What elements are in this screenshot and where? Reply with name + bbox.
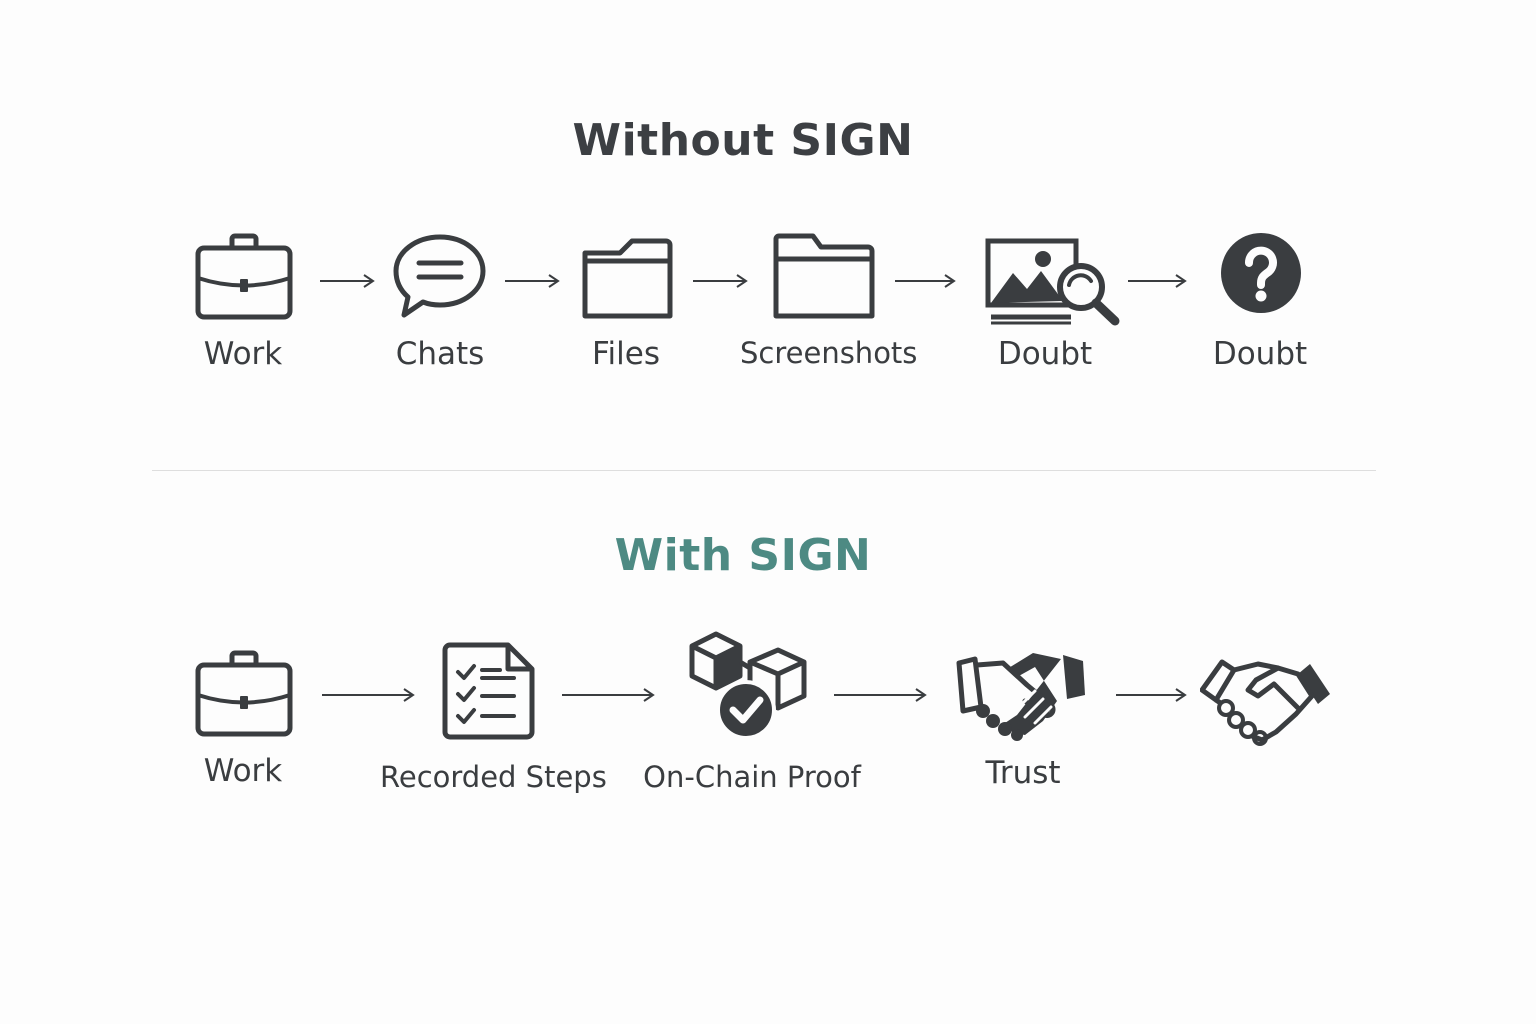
blockchain-check-icon <box>688 628 812 740</box>
without-step-files: Files <box>566 233 686 383</box>
checklist-document-icon <box>442 642 536 740</box>
arrow-right-icon <box>560 687 656 703</box>
step-label: Work <box>203 336 283 372</box>
briefcase-icon <box>195 233 293 321</box>
step-label: Recorded Steps <box>380 760 607 794</box>
chat-bubble-icon <box>392 233 488 319</box>
without-step-chats: Chats <box>380 233 500 383</box>
without-step-doubt-question: Doubt <box>1200 233 1320 383</box>
arrow-right-icon <box>1126 273 1188 289</box>
step-label: Files <box>591 336 661 372</box>
step-label: Chats <box>395 336 485 372</box>
with-step-recorded-steps: Recorded Steps <box>380 642 607 802</box>
step-label: Work <box>203 753 283 789</box>
handshake-icon <box>955 645 1089 745</box>
arrow-right-icon <box>691 273 749 289</box>
arrow-right-icon <box>893 273 957 289</box>
arrow-right-icon <box>320 687 416 703</box>
with-step-on-chain-proof: On-Chain Proof <box>640 628 864 804</box>
arrow-right-icon <box>318 273 376 289</box>
arrow-right-icon <box>1114 687 1188 703</box>
section-divider <box>152 470 1376 471</box>
step-label: Doubt <box>1212 336 1308 372</box>
step-label: On-Chain Proof <box>643 760 861 794</box>
briefcase-icon <box>195 650 293 738</box>
step-label: Trust <box>985 755 1061 791</box>
arrow-right-icon <box>503 273 561 289</box>
folder-icon <box>773 233 875 321</box>
without-step-work: Work <box>183 233 303 383</box>
without-step-screenshots: Screenshots <box>740 233 918 383</box>
handshake-outline-icon <box>1200 656 1332 748</box>
step-label: Screenshots <box>740 336 918 370</box>
folder-icon <box>582 233 674 321</box>
with-step-trust: Trust <box>955 645 1091 800</box>
image-search-icon <box>985 233 1123 329</box>
step-label: Doubt <box>997 336 1093 372</box>
with-step-work: Work <box>183 650 303 800</box>
with-step-handshake <box>1200 656 1334 756</box>
without-step-doubt-image: Doubt <box>985 233 1135 383</box>
arrow-right-icon <box>832 687 928 703</box>
without-sign-title: Without SIGN <box>572 115 914 166</box>
question-circle-icon <box>1219 233 1303 317</box>
with-sign-title: With SIGN <box>614 530 872 581</box>
